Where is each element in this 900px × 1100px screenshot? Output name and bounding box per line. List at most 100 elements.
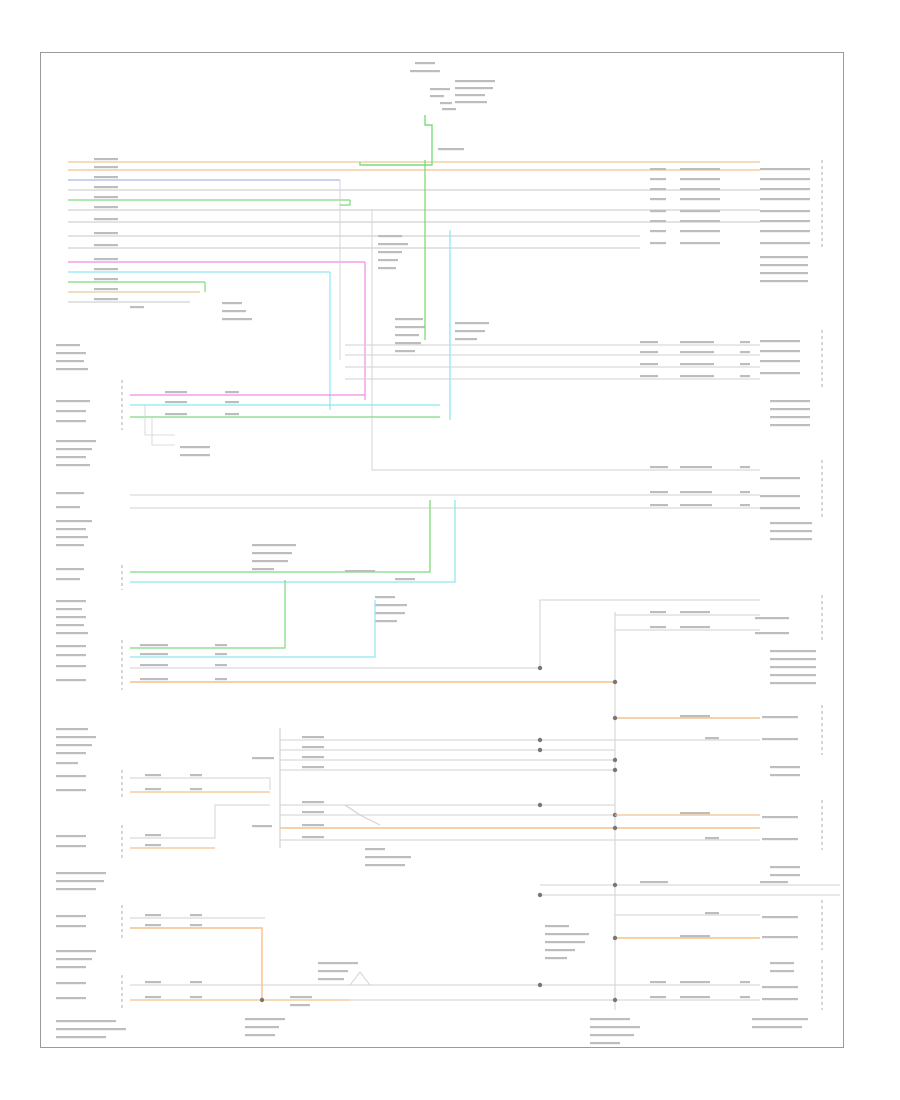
text-smudge — [680, 210, 720, 213]
text-smudge — [252, 560, 288, 563]
text-smudge — [760, 360, 800, 363]
text-smudge — [590, 1034, 634, 1037]
text-smudge — [415, 62, 435, 65]
text-smudge — [770, 962, 794, 965]
text-smudge — [455, 94, 485, 97]
text-smudge — [650, 981, 666, 984]
text-smudge — [740, 491, 750, 494]
text-smudge — [94, 176, 118, 179]
text-smudge — [430, 88, 450, 91]
text-smudge — [56, 536, 88, 539]
text-smudge — [318, 962, 358, 965]
text-smudge — [650, 996, 666, 999]
text-smudge — [395, 318, 423, 321]
text-smudge — [755, 617, 789, 620]
text-smudge — [215, 644, 227, 647]
text-smudge — [190, 788, 202, 791]
text-smudge — [770, 674, 816, 677]
text-smudge — [145, 774, 161, 777]
text-smudge — [545, 949, 575, 952]
text-smudge — [56, 915, 86, 918]
text-smudge — [345, 570, 375, 573]
text-smudge — [56, 982, 86, 985]
text-smudge — [318, 978, 344, 981]
splice-dot — [537, 747, 543, 753]
text-smudge — [94, 258, 118, 261]
text-smudge — [760, 198, 810, 201]
text-smudge — [760, 210, 810, 213]
text-smudge — [252, 552, 292, 555]
text-smudge — [740, 341, 750, 344]
text-smudge — [140, 644, 168, 647]
text-smudge — [94, 268, 118, 271]
wire — [130, 600, 376, 658]
text-smudge — [455, 338, 477, 341]
text-smudge — [56, 736, 96, 739]
text-smudge — [56, 632, 88, 635]
text-smudge — [680, 242, 720, 245]
text-smudge — [650, 210, 666, 213]
text-smudge — [56, 506, 80, 509]
text-smudge — [56, 880, 104, 883]
splice-dot — [537, 665, 543, 671]
text-smudge — [762, 986, 798, 989]
wire — [130, 580, 286, 649]
text-smudge — [94, 166, 118, 169]
text-smudge — [378, 243, 408, 246]
splice-dot — [612, 679, 618, 685]
wire — [130, 927, 263, 1000]
text-smudge — [56, 966, 86, 969]
text-smudge — [375, 620, 397, 623]
text-smudge — [760, 272, 808, 275]
text-smudge — [770, 874, 800, 877]
diagram-frame — [40, 52, 844, 1048]
text-smudge — [650, 611, 666, 614]
text-smudge — [94, 186, 118, 189]
text-smudge — [752, 1026, 802, 1029]
text-smudge — [94, 278, 118, 281]
text-smudge — [190, 774, 202, 777]
text-smudge — [290, 1004, 310, 1007]
text-smudge — [56, 845, 86, 848]
text-smudge — [438, 148, 464, 151]
text-smudge — [56, 654, 86, 657]
text-smudge — [680, 504, 712, 507]
text-smudge — [680, 178, 720, 181]
text-smudge — [680, 611, 710, 614]
text-smudge — [762, 838, 798, 841]
text-smudge — [770, 530, 812, 533]
text-smudge — [770, 650, 816, 653]
text-smudge — [190, 924, 202, 927]
text-smudge — [145, 844, 161, 847]
text-smudge — [94, 196, 118, 199]
text-smudge — [455, 87, 493, 90]
text-smudge — [650, 198, 666, 201]
text-smudge — [56, 950, 96, 953]
text-smudge — [56, 440, 96, 443]
wire — [344, 804, 381, 826]
text-smudge — [225, 401, 239, 404]
text-smudge — [680, 341, 714, 344]
wire — [349, 971, 371, 986]
text-smudge — [145, 981, 161, 984]
text-smudge — [94, 158, 118, 161]
splice-dot — [612, 757, 618, 763]
text-smudge — [650, 242, 666, 245]
text-smudge — [395, 326, 425, 329]
text-smudge — [302, 756, 324, 759]
wire — [130, 804, 270, 839]
text-smudge — [365, 856, 411, 859]
text-smudge — [770, 408, 810, 411]
text-smudge — [650, 466, 668, 469]
text-smudge — [680, 188, 720, 191]
text-smudge — [455, 322, 489, 325]
text-smudge — [56, 789, 86, 792]
splice-dot — [537, 892, 543, 898]
text-smudge — [190, 914, 202, 917]
text-smudge — [705, 912, 719, 915]
text-smudge — [680, 220, 720, 223]
text-smudge — [545, 941, 585, 944]
text-smudge — [770, 766, 800, 769]
text-smudge — [252, 825, 272, 828]
text-smudge — [640, 881, 668, 884]
